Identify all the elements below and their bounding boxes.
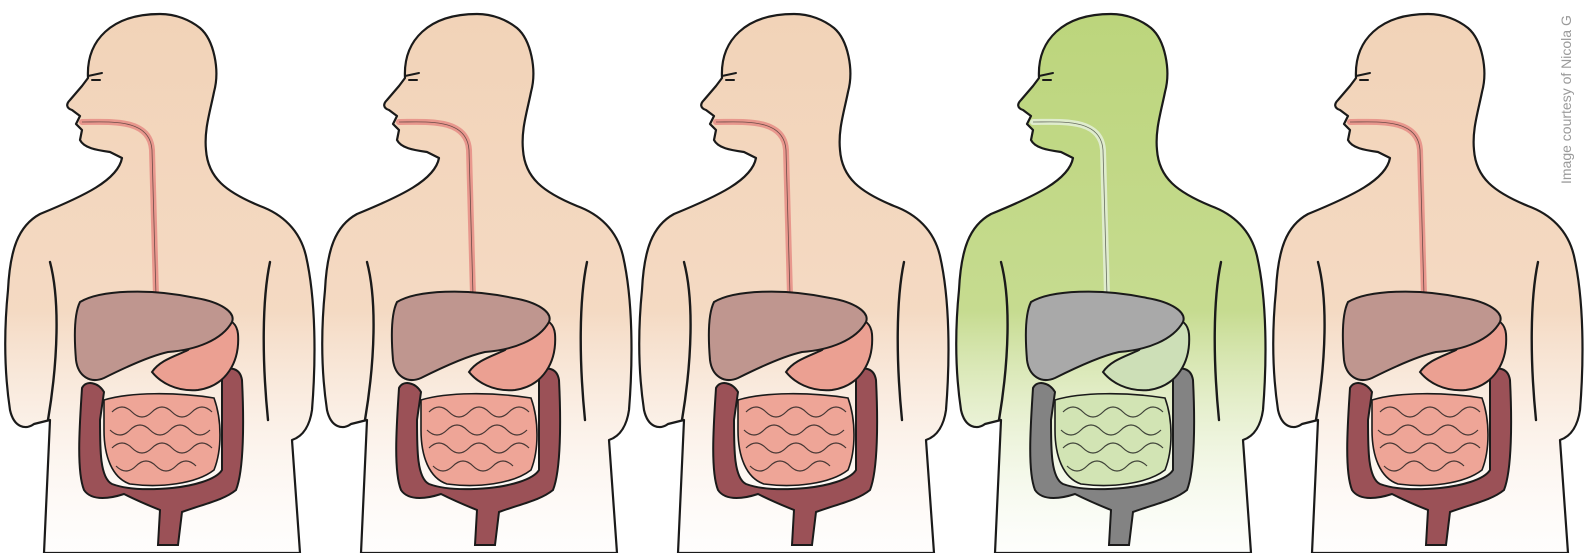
human-figure-3	[639, 14, 948, 553]
figures-layer	[5, 14, 1582, 553]
human-figure-2	[322, 14, 631, 553]
human-figure-1	[5, 14, 314, 553]
human-figure-4	[956, 14, 1265, 553]
human-figure-5	[1273, 14, 1582, 553]
credit-text: Image courtesy of Nicola G	[1558, 15, 1574, 184]
image-credit: Image courtesy of Nicola G	[1552, 0, 1582, 200]
